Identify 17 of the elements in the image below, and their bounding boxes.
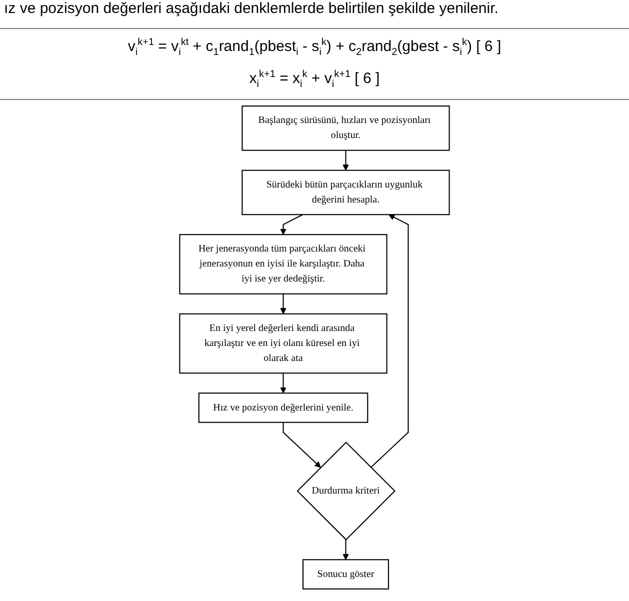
arrow [280, 214, 303, 235]
node-diamond: Durdurma kriteri [296, 442, 396, 540]
arrow [280, 373, 286, 394]
arrow [370, 214, 409, 468]
arrow [342, 150, 349, 171]
equation: v$_{i}$$^{k+1}$ = v$_{i}$$^{kt}$ + c$_{1}$rand$_{1}$(pbest$_{i}$ - s$_{i}$$^{k}$) + c$_{2}$rand$_{2}$(gbest - s$_{i}$$^{k}$) [ 6 ] [128, 36, 502, 60]
equation: x$_{i}$$^{k+1}$ = x$_{i}$$^{k}$ + v$_{i}$$^{k+1}$ [ 6 ] [249, 68, 380, 92]
node-box: En iyi yerel değerleri kendi arasında karşılaştır ve en iyi olanı küresel en iyi olarak ata [179, 313, 388, 374]
node-box: Başlangıç sürüsünü, hızları ve pozisyonları oluştur. [242, 106, 450, 151]
arrow [342, 540, 349, 560]
arrow [282, 422, 321, 468]
node-box: Her jenerasyonda tüm parçacıkları önceki jenerasyonun en iyisi ile karşılaştır. Daha iyi ise yer dedeğiştir. [179, 234, 388, 294]
node-box: Hız ve pozisyon değerlerini yenile. [198, 392, 368, 423]
node-box: Sürüdeki bütün parçacıkların uygunluk değerini hesapla. [242, 170, 450, 216]
intro-text: ız ve pozisyon değerleri aşağıdaki denklemlerde belirtilen şekilde yenilenir. [3, 0, 500, 19]
arrow [280, 294, 286, 314]
node-box: Sonucu göster [302, 559, 390, 590]
